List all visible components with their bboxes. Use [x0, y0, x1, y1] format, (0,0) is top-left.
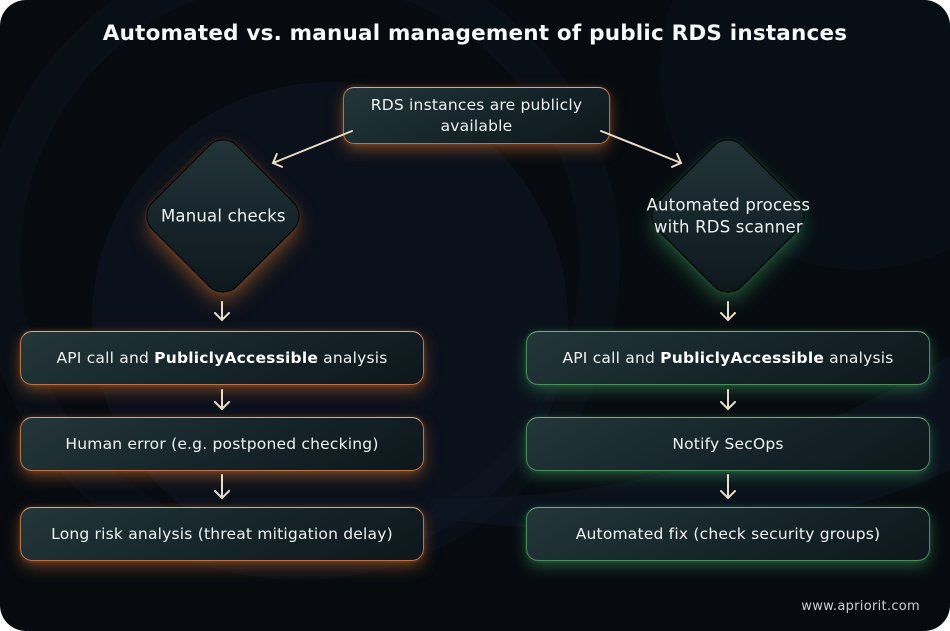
- decision-diamond-manual-label: Manual checks: [160, 206, 286, 226]
- flow-node-automated-step-3: Automated fix (check security groups): [526, 507, 930, 561]
- flow-node-manual-step-1-label: API call and PubliclyAccessible analysis: [56, 348, 388, 367]
- decision-diamond-manual: Manual checks: [138, 131, 308, 301]
- page-title: Automated vs. manual management of publi…: [102, 21, 848, 46]
- decision-diamond-automated: Automated process with RDS scanner: [643, 131, 813, 301]
- website-url: www.apriorit.com: [801, 599, 920, 614]
- flow-node-manual-step-3-label: Long risk analysis (threat mitigation de…: [51, 524, 393, 543]
- flow-node-automated-step-1-label: API call and PubliclyAccessible analysis: [562, 348, 894, 367]
- flow-node-automated-step-2-label: Notify SecOps: [672, 434, 784, 453]
- flow-node-root: RDS instances are publicly available: [343, 87, 610, 144]
- flow-node-manual-step-3: Long risk analysis (threat mitigation de…: [20, 507, 424, 561]
- flow-node-automated-step-1: API call and PubliclyAccessible analysis: [526, 331, 930, 385]
- flow-node-automated-step-2: Notify SecOps: [526, 417, 930, 471]
- flow-node-manual-step-1: API call and PubliclyAccessible analysis: [20, 331, 424, 385]
- flow-node-automated-step-3-label: Automated fix (check security groups): [575, 524, 881, 543]
- flow-node-manual-step-2: Human error (e.g. postponed checking): [20, 417, 424, 471]
- flow-node-root-label: RDS instances are publicly available: [370, 95, 583, 135]
- decision-diamond-automated-label: Automated process with RDS scanner: [646, 195, 810, 236]
- flow-node-manual-step-2-label: Human error (e.g. postponed checking): [65, 434, 379, 453]
